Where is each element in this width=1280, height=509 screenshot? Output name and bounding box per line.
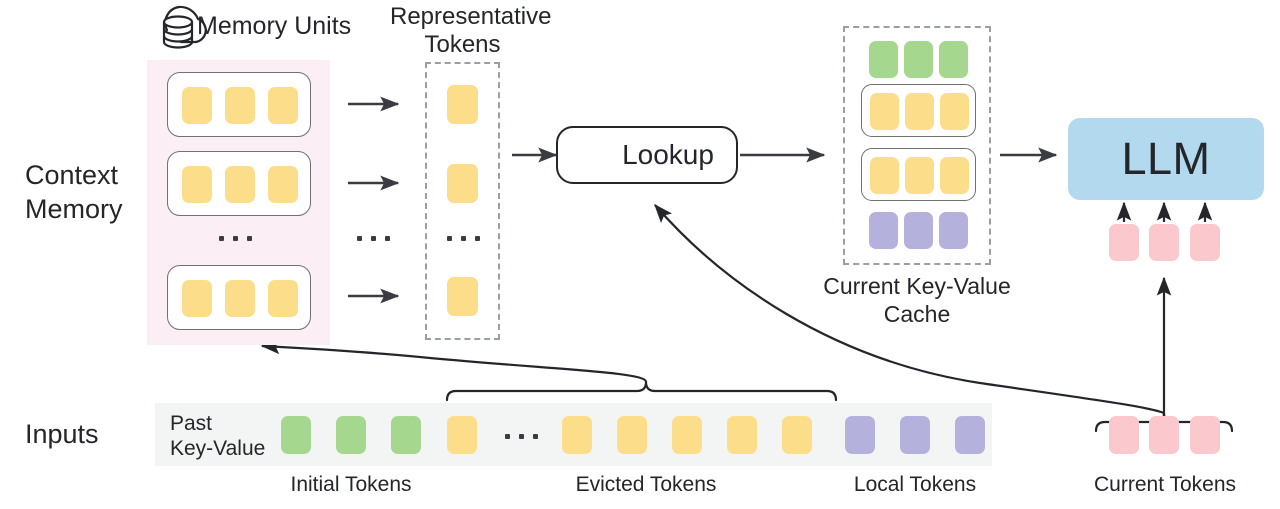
past-kv-label-line2: Key-Value xyxy=(170,437,266,460)
token-chip xyxy=(869,212,898,249)
token-chip xyxy=(939,212,968,249)
input-token-evicted-1 xyxy=(447,416,477,454)
representative-token-1 xyxy=(447,85,478,124)
kv-cache-box xyxy=(843,26,991,265)
current-token-1 xyxy=(1109,416,1139,454)
representative-tokens-label-line1: Representative xyxy=(390,3,552,30)
kv-cache-label-line1: Current Key-Value xyxy=(823,273,1011,299)
token-chip xyxy=(182,280,212,317)
llm-label: LLM xyxy=(1121,133,1211,184)
representative-token-n xyxy=(447,277,478,316)
token-chip xyxy=(870,93,899,130)
lookup-label: Lookup xyxy=(622,139,714,170)
input-token-initial-3 xyxy=(391,416,421,454)
context-memory-label-line2: Memory xyxy=(25,194,123,224)
current-tokens-label: Current Tokens xyxy=(1094,473,1237,496)
input-token-evicted-4 xyxy=(672,416,702,454)
current-token-2 xyxy=(1149,416,1179,454)
token-chip xyxy=(940,93,969,130)
input-evicted-ellipsis xyxy=(505,434,538,439)
input-token-evicted-3 xyxy=(617,416,647,454)
llm-input-token-2 xyxy=(1149,224,1179,261)
representative-tokens-ellipsis xyxy=(447,236,480,241)
token-chip xyxy=(268,166,298,203)
llm-block[interactable]: LLM xyxy=(1068,118,1264,200)
input-token-initial-1 xyxy=(281,416,311,454)
input-token-evicted-2 xyxy=(562,416,592,454)
token-chip xyxy=(939,41,968,78)
current-token-3 xyxy=(1190,416,1220,454)
token-chip xyxy=(904,212,933,249)
token-chip xyxy=(904,41,933,78)
input-token-evicted-6 xyxy=(782,416,812,454)
context-memory-label-line1: Context xyxy=(25,160,119,190)
input-token-local-3 xyxy=(955,416,985,454)
representative-token-2 xyxy=(447,164,478,203)
memory-unit-n[interactable] xyxy=(167,265,311,330)
token-chip xyxy=(225,87,255,124)
inputs-label: Inputs xyxy=(25,419,99,449)
token-chip xyxy=(182,87,212,124)
token-chip xyxy=(940,157,969,194)
input-token-initial-2 xyxy=(336,416,366,454)
memory-units-label: Memory Units xyxy=(197,12,352,40)
representative-tokens-label-line2: Tokens xyxy=(424,31,501,58)
token-chip xyxy=(905,157,934,194)
token-chip xyxy=(905,93,934,130)
lookup-button[interactable]: Lookup xyxy=(556,126,738,184)
token-chip xyxy=(268,280,298,317)
input-token-evicted-5 xyxy=(727,416,757,454)
llm-input-token-1 xyxy=(1109,224,1139,261)
kv-row-memory-unit-2[interactable] xyxy=(861,148,976,201)
local-tokens-label: Local Tokens xyxy=(853,473,977,496)
representative-tokens-box xyxy=(425,62,500,340)
past-kv-label-line1: Past xyxy=(170,412,213,435)
kv-cache-label-line2: Cache xyxy=(883,301,951,327)
token-chip xyxy=(182,166,212,203)
memory-units-ellipsis xyxy=(219,236,252,241)
kv-row-memory-unit-1[interactable] xyxy=(861,84,976,137)
memory-unit-1[interactable] xyxy=(167,72,311,137)
memory-unit-2[interactable] xyxy=(167,151,311,216)
arrows-ellipsis xyxy=(357,236,390,241)
kv-row-local xyxy=(869,212,968,249)
llm-input-token-3 xyxy=(1190,224,1220,261)
evicted-tokens-label: Evicted Tokens xyxy=(575,473,717,496)
kv-row-initial xyxy=(869,41,968,78)
initial-tokens-label: Initial Tokens xyxy=(290,473,412,496)
token-chip xyxy=(870,157,899,194)
token-chip xyxy=(869,41,898,78)
token-chip xyxy=(268,87,298,124)
token-chip xyxy=(225,280,255,317)
input-token-local-1 xyxy=(845,416,875,454)
token-chip xyxy=(225,166,255,203)
input-token-local-2 xyxy=(900,416,930,454)
